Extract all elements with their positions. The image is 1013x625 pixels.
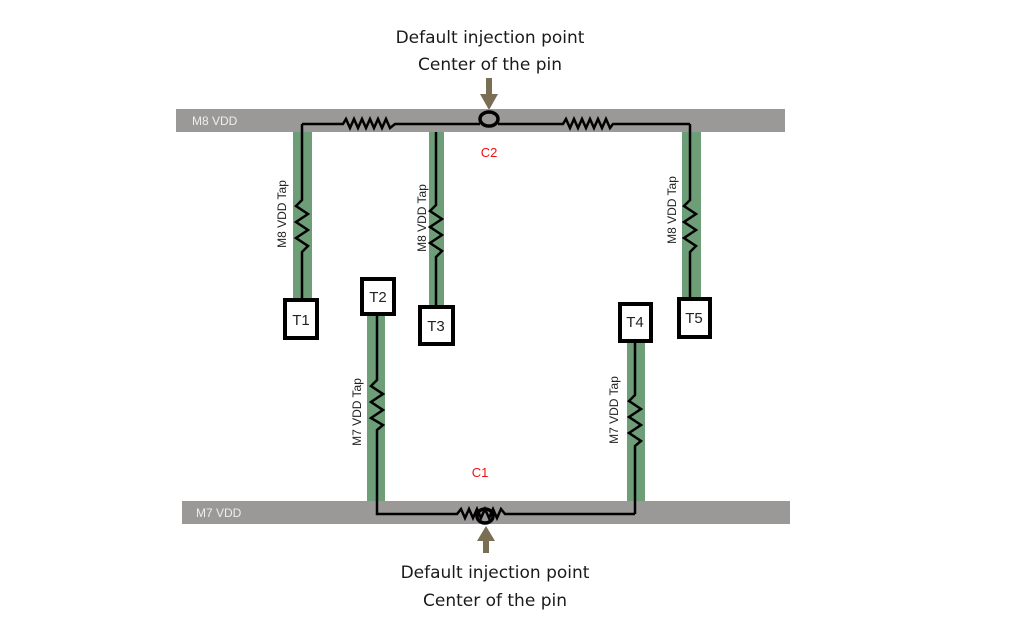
m7-vdd-rail-label: M7 VDD (196, 506, 242, 520)
m7-rail-wire (368, 315, 644, 522)
bottom-caption-line2: Center of the pin (423, 591, 567, 611)
m8-rail-wire (302, 115, 690, 132)
node-label-c2: C2 (481, 145, 498, 160)
m8-vdd-rail-label: M8 VDD (192, 114, 238, 128)
tap-label-t5: M8 VDD Tap (665, 176, 679, 244)
tap-wire-t2 (368, 315, 635, 522)
m8-tap-wires (293, 124, 699, 306)
terminal-t1-label: T1 (292, 312, 310, 329)
tap-label-t1: M8 VDD Tap (275, 180, 289, 248)
top-caption-line1: Default injection point (396, 28, 585, 48)
terminal-t1: T1 (283, 298, 319, 340)
tap-label-t2: M7 VDD Tap (350, 378, 364, 446)
terminal-t3: T3 (418, 305, 455, 346)
top-caption-line2: Center of the pin (418, 55, 562, 75)
tap-wire-t5 (681, 124, 699, 298)
terminal-t2: T2 (360, 277, 396, 316)
bottom-injection-pin-icon (475, 507, 495, 525)
node-label-c1: C1 (472, 465, 489, 480)
terminal-t5: T5 (677, 297, 712, 339)
m8-tap-column-t3 (429, 132, 444, 307)
terminal-t3-label: T3 (427, 318, 445, 335)
top-injection-arrow-icon (480, 78, 498, 110)
bottom-injection-arrow-icon (477, 526, 495, 553)
tap-wire-t1 (293, 124, 311, 300)
terminal-t2-label: T2 (369, 289, 387, 306)
bottom-caption-line1: Default injection point (401, 563, 590, 583)
tap-label-t3: M8 VDD Tap (415, 184, 429, 252)
tap-label-t4: M7 VDD Tap (607, 376, 621, 444)
terminal-t4-label: T4 (626, 314, 644, 331)
terminal-t5-label: T5 (685, 310, 703, 327)
m8-tap-column-t1 (293, 132, 312, 300)
tap-wire-t4 (626, 342, 644, 514)
top-injection-pin-icon (478, 110, 500, 128)
terminal-t4: T4 (618, 302, 653, 343)
m7-tap-column-t2 (367, 315, 385, 501)
tap-wire-t3 (427, 132, 445, 306)
